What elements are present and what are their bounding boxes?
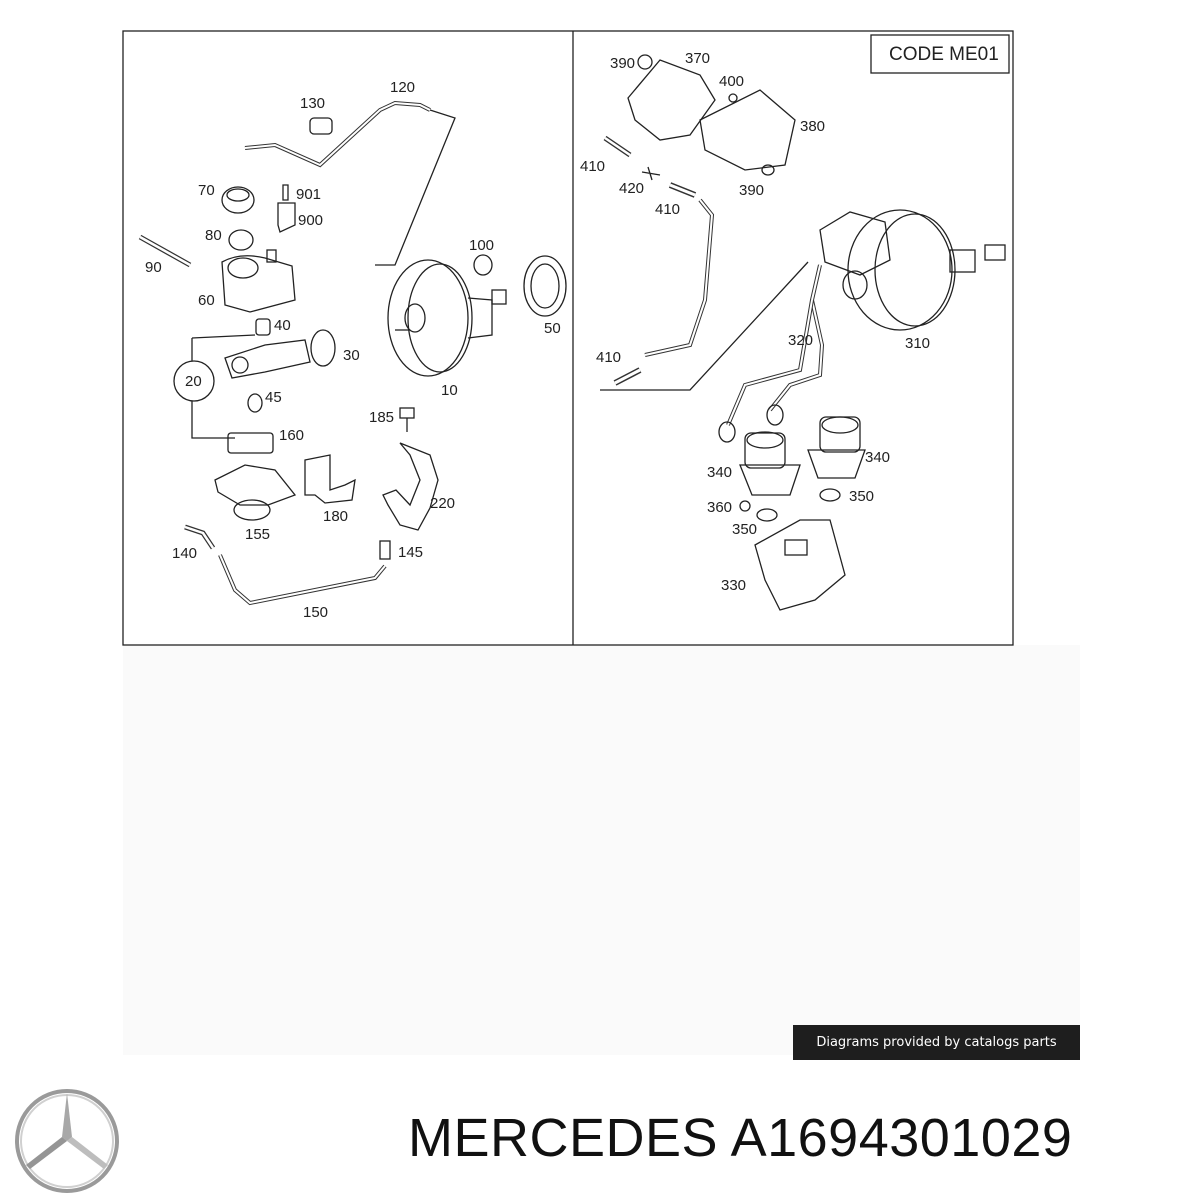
part-label: 340 [865,449,890,466]
part-340-pump-left [744,432,786,469]
part-60-reservoir [221,255,296,313]
part-20-master-cylinder [224,339,311,379]
part-50-gasket [523,255,567,317]
part-20-callout [173,360,215,402]
part-label: 40 [274,317,291,334]
part-label: 390 [610,55,635,72]
code-box-label: CODE ME01 [889,44,999,65]
part-10-booster [387,259,469,377]
part-label: 350 [849,488,874,505]
part-label: 10 [441,382,458,399]
part-label: 420 [619,180,644,197]
part-label: 140 [172,545,197,562]
part-360-nut [739,500,751,512]
mercedes-star-logo-icon [15,1089,119,1193]
part-label: 380 [800,118,825,135]
part-label: 900 [298,212,323,229]
part-label: 360 [707,499,732,516]
part-150-hose [218,554,387,606]
part-label: 30 [343,347,360,364]
part-330-bracket [754,519,846,611]
part-label: 50 [544,320,561,337]
part-145-fitting [379,540,391,560]
diagram-frame [122,30,1014,646]
part-380-bracket [699,89,796,171]
part-label: 70 [198,182,215,199]
part-410-hose [644,198,715,357]
part-350-grommet [819,488,841,502]
product-title: MERCEDES A1694301029 [408,1107,1072,1169]
code-box [870,34,1010,74]
part-label: 901 [296,186,321,203]
part-label: 150 [303,604,328,621]
part-label: 390 [739,182,764,199]
part-label: 160 [279,427,304,444]
part-label: 410 [580,158,605,175]
part-label: 310 [905,335,930,352]
part-label: 370 [685,50,710,67]
part-160-sensor [227,432,274,454]
diagram-canvas-background [123,645,1080,1055]
part-185-bolt [399,407,415,419]
diagram-credit-badge: Diagrams provided by catalogs parts [793,1025,1080,1060]
part-220-bracket [382,442,439,531]
part-label: 130 [300,95,325,112]
part-label: 45 [265,389,282,406]
part-label: 80 [205,227,222,244]
part-label: 340 [707,464,732,481]
part-label: 320 [788,332,813,349]
part-label: 20 [185,373,202,390]
part-70-cap [221,186,255,214]
part-label: 350 [732,521,757,538]
part-340-pump-right [819,416,861,453]
part-80-filter [228,229,254,251]
part-label: 145 [398,544,423,561]
part-40-cap [255,318,271,336]
part-label: 100 [469,237,494,254]
part-310-booster [847,209,953,331]
brand-name: MERCEDES [408,1108,719,1168]
part-label: 155 [245,526,270,543]
part-number: A1694301029 [730,1108,1073,1168]
part-label: 410 [596,349,621,366]
part-45-nut [247,393,263,413]
part-label: 120 [390,79,415,96]
part-label: 60 [198,292,215,309]
part-155-actuator [214,464,297,506]
part-label: 220 [430,495,455,512]
part-label: 90 [145,259,162,276]
part-130-clip [309,117,333,135]
part-label: 330 [721,577,746,594]
part-900-sensor [277,202,296,233]
part-label: 180 [323,508,348,525]
part-label: 400 [719,73,744,90]
part-label: 185 [369,409,394,426]
part-100-washer [473,254,493,276]
part-180-bracket [304,454,356,504]
part-370-valve-block [627,59,716,141]
part-label: 410 [655,201,680,218]
part-30-oring [310,329,336,367]
